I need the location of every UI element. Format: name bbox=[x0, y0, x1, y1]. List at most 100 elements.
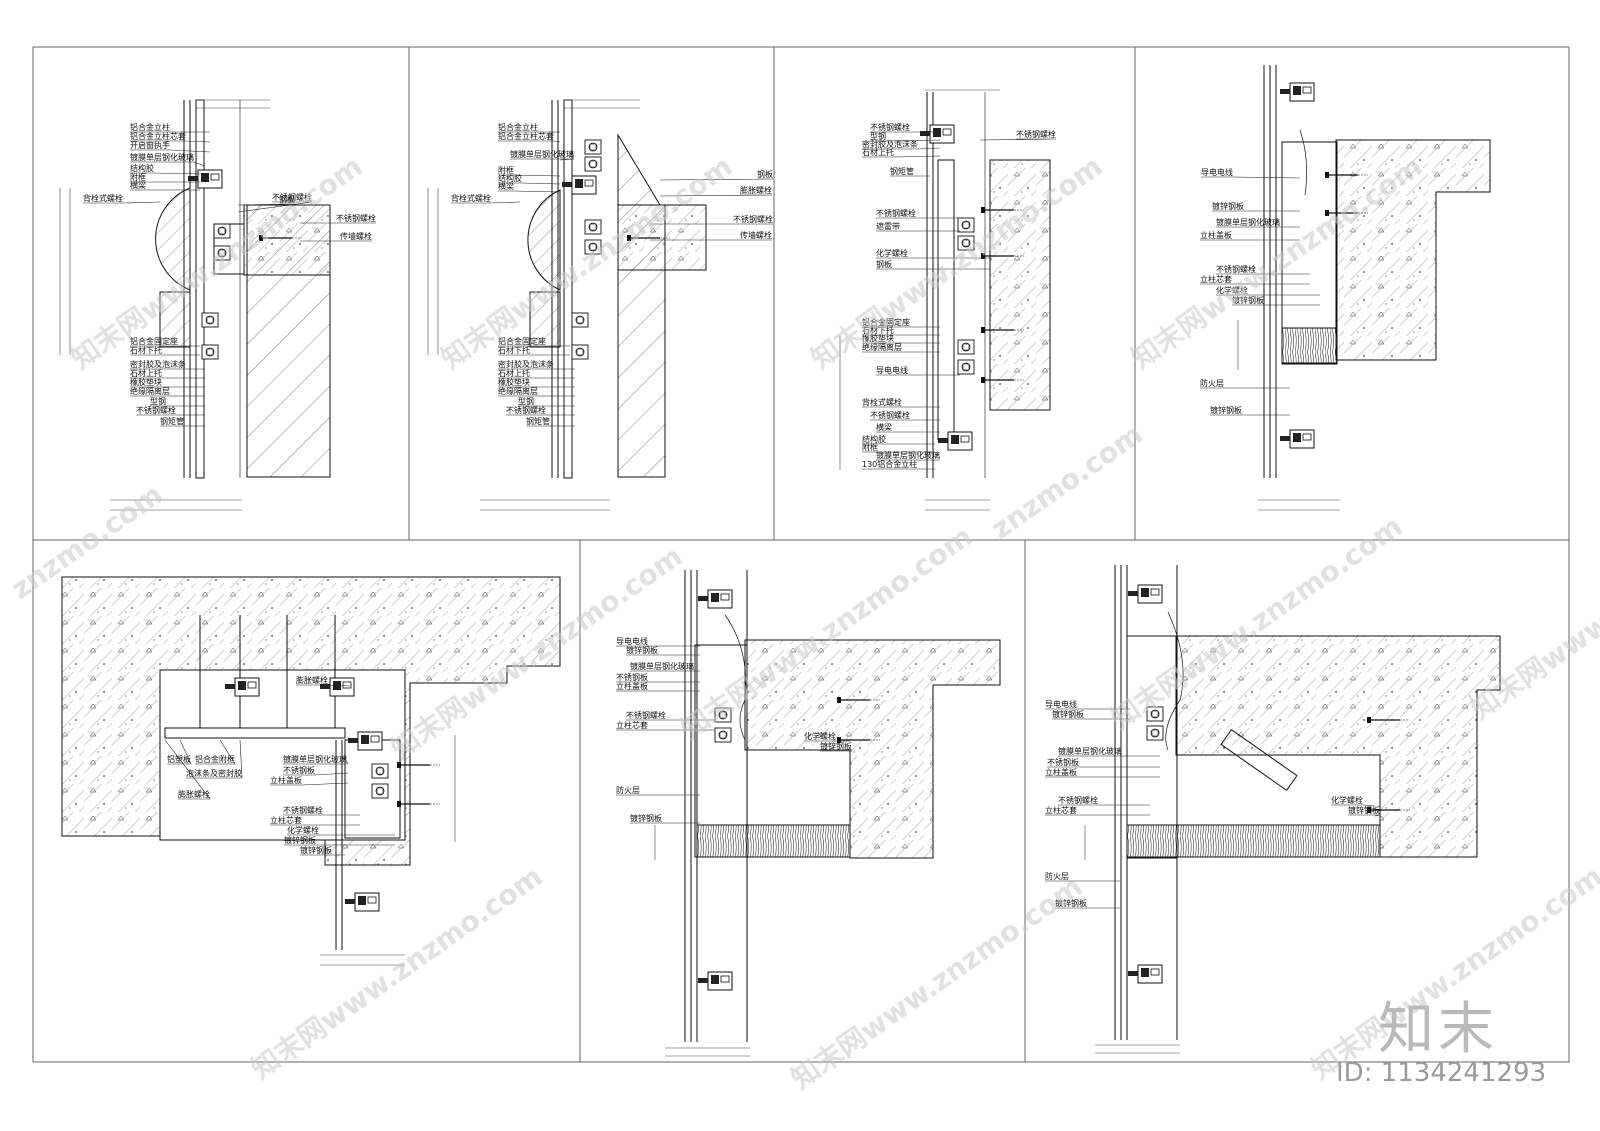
detail-panel-6 bbox=[654, 570, 1001, 1057]
callout-label: 不锈钢螺栓 bbox=[876, 208, 916, 218]
callout-label: 铝合金固定座 bbox=[130, 336, 178, 346]
leader-line bbox=[283, 761, 349, 765]
leader-line bbox=[979, 138, 1057, 141]
callout-label: 镀锌钢板 bbox=[1210, 405, 1242, 415]
leader-line bbox=[283, 772, 349, 776]
leader-line bbox=[195, 739, 236, 765]
callout-label: 铝合金立柱芯套 bbox=[498, 131, 554, 141]
detail-panel-1 bbox=[59, 99, 331, 511]
callout-label: 横梁 bbox=[876, 422, 892, 432]
callout-label: 防火层 bbox=[1200, 378, 1224, 388]
leader-line bbox=[130, 140, 211, 143]
callout-label: 镀膜单层钢化玻璃 bbox=[1058, 746, 1122, 756]
callout-label: 不锈钢螺栓 bbox=[1016, 129, 1056, 139]
leader-line bbox=[186, 739, 243, 779]
callout-label: 镀锌钢板 bbox=[1055, 898, 1087, 908]
callout-label: 铝合金立柱 bbox=[130, 122, 170, 132]
callout-label: 铝合金立柱芯套 bbox=[130, 131, 186, 141]
callout-label: 密封胶及泡沫条 bbox=[498, 359, 554, 369]
callout-label: 导电电线 bbox=[1045, 699, 1077, 709]
callout-label: 镀膜单层钢化玻璃 bbox=[130, 152, 194, 162]
leader-line bbox=[130, 172, 201, 175]
callout-label: 不锈钢螺栓 bbox=[1058, 795, 1098, 805]
callout-label: 导电电线 bbox=[876, 365, 908, 375]
callout-label: 结构胶 bbox=[498, 173, 522, 183]
callout-label: 立柱芯套 bbox=[1200, 274, 1232, 284]
callout-label: 不锈钢螺栓 bbox=[336, 213, 376, 223]
watermark-text: 知末网www.znzmo.com bbox=[1465, 500, 1600, 726]
callout-label: 钢矩管 bbox=[160, 416, 184, 426]
callout-label: 背栓式螺栓 bbox=[862, 397, 902, 407]
leader-line bbox=[1201, 176, 1301, 179]
resource-id: ID: 1134241293 bbox=[1336, 1058, 1547, 1088]
callout-label: 绝缘隔离层 bbox=[862, 342, 902, 352]
callout-label: 钢矩管 bbox=[890, 166, 914, 176]
callout-label: 化学螺栓 bbox=[804, 731, 836, 741]
callout-label: 镀锌钢板 bbox=[820, 741, 852, 751]
callout-label: 不锈钢螺栓 bbox=[136, 405, 176, 415]
callout-label: 不锈钢螺栓 bbox=[283, 805, 323, 815]
leader-line bbox=[659, 178, 774, 181]
callout-label: 化学螺栓 bbox=[876, 248, 908, 258]
callout-label: 横梁 bbox=[498, 181, 514, 191]
callout-label: 膨胀螺栓 bbox=[296, 675, 328, 685]
leader-line bbox=[130, 149, 211, 153]
callout-label: 镀锌钢板 bbox=[1052, 709, 1084, 719]
detail-panel-7 bbox=[1084, 565, 1501, 1054]
callout-label: 立柱芯套 bbox=[616, 720, 648, 730]
concrete-wall bbox=[617, 133, 666, 478]
callout-label: 型钢 bbox=[518, 396, 534, 406]
callout-label: 镀锌钢板 bbox=[1212, 201, 1244, 211]
leader-line bbox=[862, 155, 941, 158]
callout-label: 导电电线 bbox=[616, 636, 648, 646]
callout-label: 型钢 bbox=[870, 131, 886, 141]
callout-label: 镀锌钢板 bbox=[626, 645, 658, 655]
callout-label: 钢板 bbox=[279, 194, 295, 204]
callout-label: 橡胶垫块 bbox=[130, 377, 162, 387]
callout-label: 背栓式螺栓 bbox=[451, 193, 491, 203]
leader-line bbox=[498, 174, 561, 177]
callout-label: 镀膜单层钢化玻璃 bbox=[630, 661, 694, 671]
brand-logo: 知末 bbox=[1378, 997, 1498, 1062]
callout-label: 立柱盖板 bbox=[616, 681, 648, 691]
callout-label: 镀锌钢板 bbox=[1348, 805, 1380, 815]
callout-label: 绝缘隔离层 bbox=[498, 386, 538, 396]
leader-line bbox=[167, 739, 192, 765]
callout-label: 不锈钢螺栓 bbox=[272, 192, 312, 202]
leader-line bbox=[1348, 814, 1381, 817]
watermark-text: 知末网www.znzmo.com bbox=[245, 860, 548, 1086]
callout-label: 防火层 bbox=[616, 785, 640, 795]
callout-label: 化学螺栓 bbox=[287, 825, 319, 835]
callout-label: 膨胀螺栓 bbox=[740, 185, 772, 195]
callout-label: 钢矩管 bbox=[526, 416, 550, 426]
callout-label: 立柱盖板 bbox=[1200, 230, 1232, 240]
callout-label: 铝合金固定座 bbox=[862, 317, 910, 327]
detail-panel-4 bbox=[1237, 65, 1491, 511]
callout-label: 不锈钢螺栓 bbox=[506, 405, 546, 415]
callout-label: 石材下托 bbox=[130, 345, 162, 355]
callout-label: 铝合金立柱 bbox=[498, 122, 538, 132]
dimension-lines bbox=[59, 99, 270, 511]
callout-label: 立柱盖板 bbox=[1045, 767, 1077, 777]
callout-label: 镀锌钢板 bbox=[284, 835, 316, 845]
callout-label: 不锈钢螺栓 bbox=[626, 710, 666, 720]
callout-label: 钢板 bbox=[876, 259, 892, 269]
callout-label: 密封胶及泡沫条 bbox=[862, 139, 918, 149]
callout-label: 立柱盖板 bbox=[270, 775, 302, 785]
callout-label: 石材上托 bbox=[498, 368, 530, 378]
callout-label: 结构胶 bbox=[130, 163, 154, 173]
detail-panel-3 bbox=[839, 89, 1051, 511]
callout-label: 不锈钢板 bbox=[283, 765, 315, 775]
leader-line bbox=[862, 147, 941, 150]
watermark-text: 知末网www.znzmo.com bbox=[805, 150, 1108, 376]
leader-line bbox=[659, 194, 773, 197]
leader-line bbox=[451, 201, 521, 204]
callout-label: 遮雷带 bbox=[876, 221, 900, 231]
leader-line bbox=[83, 201, 161, 204]
callout-label: 附框 bbox=[498, 165, 514, 175]
callout-label: 橡胶垫块 bbox=[498, 377, 530, 387]
callout-label: 导电电线 bbox=[1201, 167, 1233, 177]
callout-label: 不锈钢螺栓 bbox=[870, 410, 910, 420]
callout-label: 镀膜单层钢化玻璃 bbox=[510, 149, 574, 159]
callout-label: 传墙螺栓 bbox=[340, 231, 372, 241]
